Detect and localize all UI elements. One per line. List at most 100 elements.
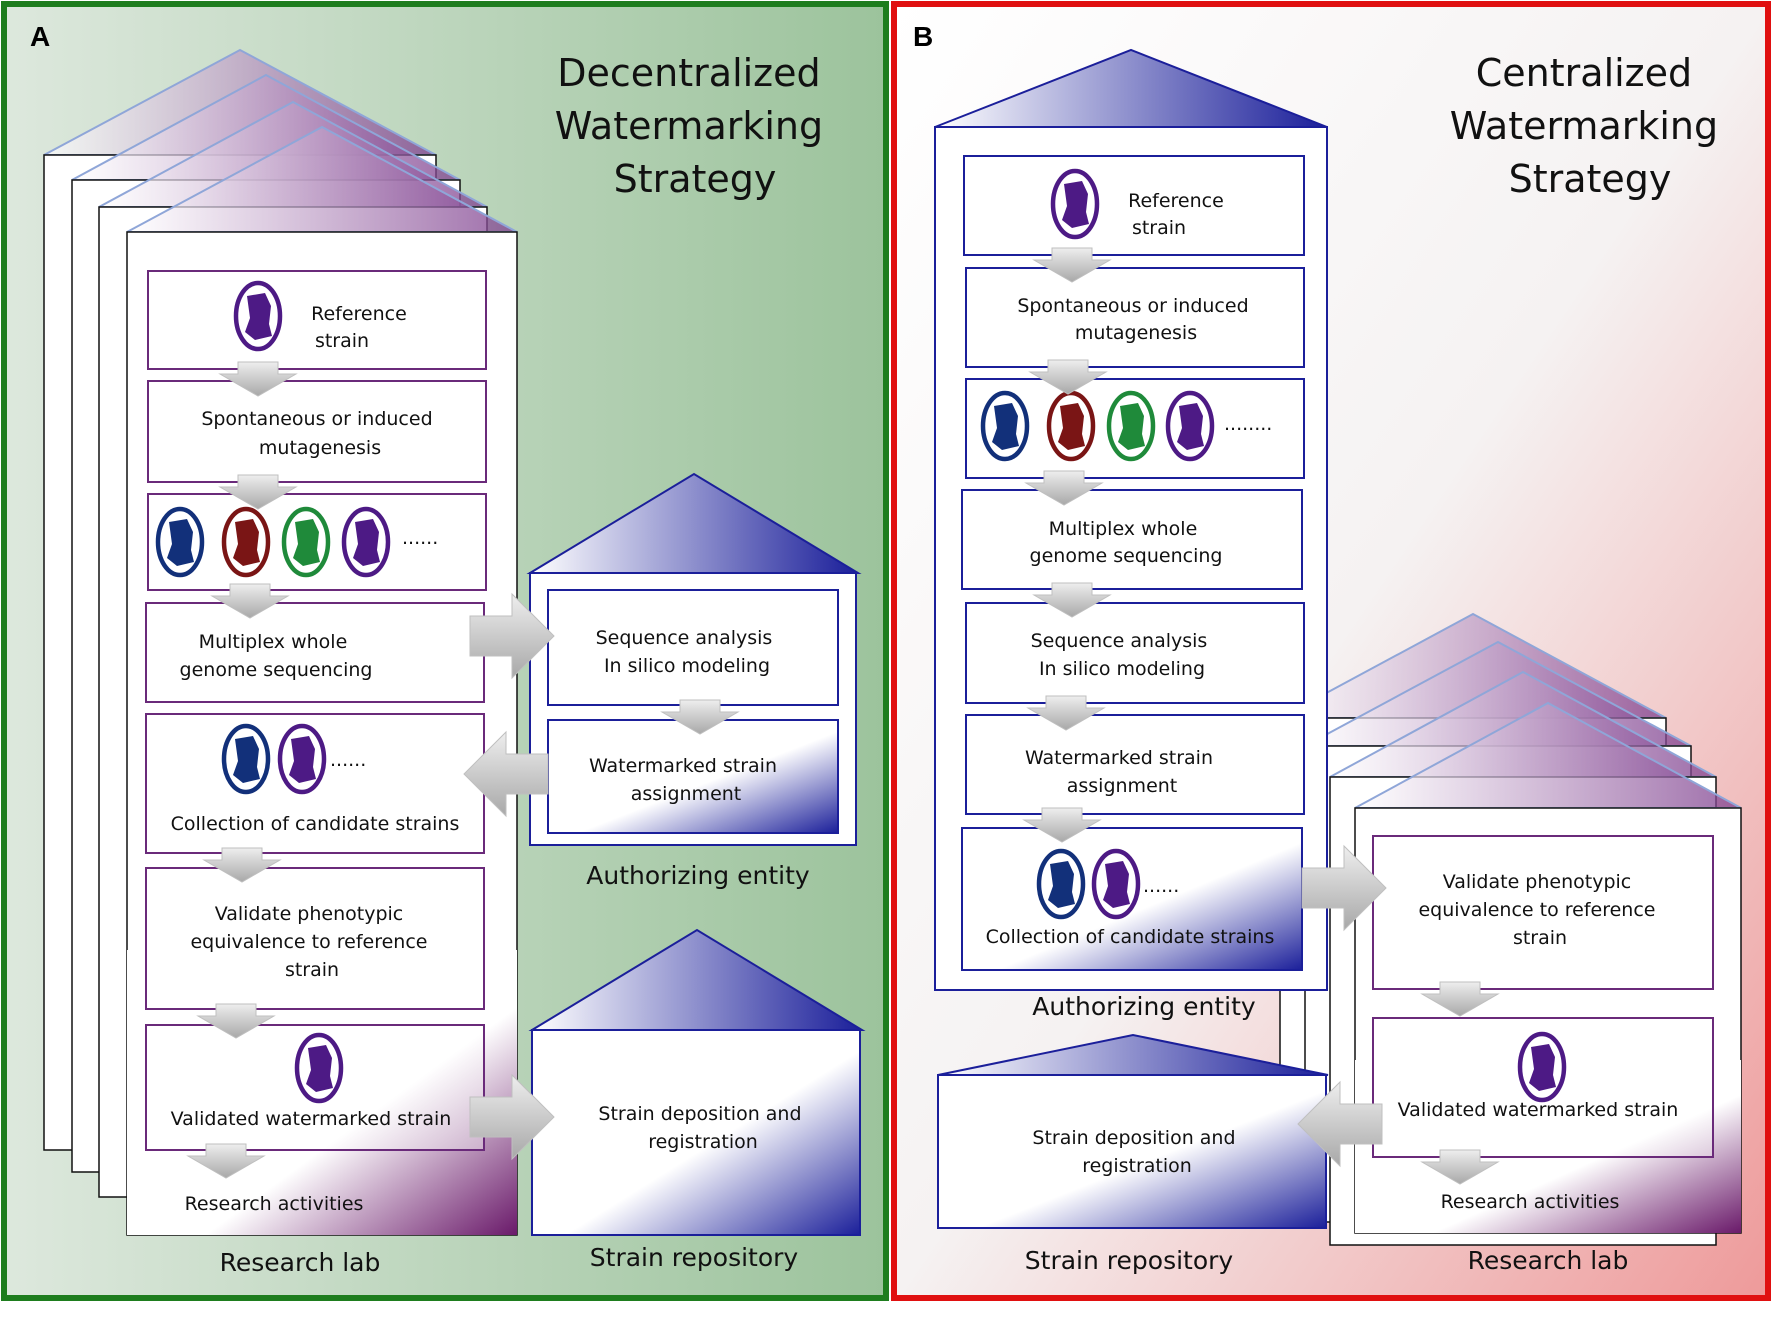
repository-body — [937, 1074, 1327, 1229]
more-dots: ........ — [1224, 413, 1272, 435]
assignment-box — [965, 714, 1305, 815]
assignment-label: Watermarked strain — [1025, 747, 1213, 769]
validate-label: equivalence to reference — [1418, 899, 1655, 921]
strain-icon — [158, 509, 202, 575]
sequencing-label: Multiplex whole — [1049, 518, 1198, 540]
mutagenesis-box — [147, 380, 487, 483]
assignment-label: assignment — [1067, 775, 1178, 797]
sequence-analysis-box — [547, 589, 839, 706]
svg-text:Validate phenotypic eq: Validate phenotypic equivalence to refer… — [1418, 871, 1661, 949]
sequencing-box — [145, 602, 485, 703]
authorizing-entity-caption: Authorizing entity — [1032, 992, 1256, 1021]
strain-icon — [224, 726, 268, 792]
sequence-analysis-label: Sequence analysis — [1031, 630, 1208, 652]
panel-a-title-line: Decentralized — [557, 51, 820, 95]
strain-repository-a: Strain deposition and registration — [528, 928, 866, 1236]
deposition-label: Strain deposition and — [1032, 1127, 1235, 1149]
strain-icon — [1168, 393, 1212, 459]
svg-text:Spontaneous or induced: Spontaneous or induced mutagenesis — [1017, 295, 1254, 344]
validate-label: strain — [1513, 927, 1567, 949]
panel-a: A Decentralized Watermarking Strategy Re… — [1, 1, 889, 1301]
authorizing-entity-a: Sequence analysis In silico modeling Wat… — [526, 472, 862, 846]
candidate-strains-label: Collection of candidate strains — [986, 926, 1275, 948]
strain-icon — [224, 509, 268, 575]
validate-label: Validate phenotypic — [1443, 871, 1632, 893]
validate-label: Validate phenotypic — [215, 903, 404, 925]
deposition-label: registration — [1082, 1155, 1192, 1177]
reference-strain-label: strain — [1132, 217, 1186, 239]
strain-icon — [297, 1035, 341, 1101]
candidate-strains-label: Collection of candidate strains — [171, 813, 460, 835]
mutagenesis-label: mutagenesis — [1075, 322, 1197, 344]
assignment-box — [547, 719, 839, 834]
panel-b-title-line: Strategy — [1509, 157, 1672, 201]
panel-a-title-line: Strategy — [614, 157, 777, 201]
authorizing-entity-b: Reference strain Spontaneous or induced … — [934, 48, 1328, 991]
mutagenesis-label: Spontaneous or induced — [201, 408, 432, 430]
panel-b-letter: B — [913, 21, 933, 52]
strain-icon — [1094, 851, 1138, 917]
sequence-analysis-label: In silico modeling — [604, 655, 770, 677]
strain-icon — [983, 393, 1027, 459]
reference-strain-label: Reference — [1128, 190, 1224, 212]
validate-label: equivalence to reference — [190, 931, 427, 953]
deposition-label: Strain deposition and — [598, 1103, 801, 1125]
deposition-label: registration — [648, 1131, 758, 1153]
svg-text:Strain deposition and: Strain deposition and registration — [1032, 1127, 1241, 1177]
svg-text:Validate phenotypic eq: Validate phenotypic equivalence to refer… — [190, 903, 433, 981]
reference-strain-box — [147, 270, 487, 370]
panel-a-title: Decentralized Watermarking Strategy — [555, 51, 835, 201]
svg-text:Multiplex whole genome: Multiplex whole genome sequencing — [180, 631, 373, 681]
strain-icon — [344, 509, 388, 575]
panel-a-title-line: Watermarking — [555, 104, 823, 148]
panel-b-title: Centralized Watermarking Strategy — [1450, 51, 1730, 201]
validated-strain-label: Validated watermarked strain — [171, 1108, 452, 1130]
svg-text:Watermarked strain ass: Watermarked strain assignment — [589, 755, 783, 805]
more-dots: ...... — [330, 749, 366, 771]
sequencing-label: genome sequencing — [1030, 545, 1223, 567]
svg-text:Sequence analysis In s: Sequence analysis In silico modeling — [1031, 630, 1214, 680]
strain-icon — [236, 283, 280, 349]
svg-text:Multiplex whole genome: Multiplex whole genome sequencing — [1030, 518, 1223, 567]
validate-box — [1372, 835, 1714, 990]
sequence-analysis-label: In silico modeling — [1039, 658, 1205, 680]
strain-icon — [1053, 171, 1097, 237]
svg-text:Watermarked strain ass: Watermarked strain assignment — [1025, 747, 1219, 797]
svg-text:Reference strain: Reference strain — [1128, 190, 1230, 239]
panel-a-letter: A — [30, 21, 50, 52]
validate-label: strain — [285, 959, 339, 981]
strain-repository-caption: Strain repository — [590, 1243, 799, 1272]
validate-box — [145, 867, 485, 1010]
research-lab-caption: Research lab — [220, 1248, 381, 1277]
sequence-analysis-box — [965, 602, 1305, 704]
sequence-analysis-label: Sequence analysis — [596, 627, 773, 649]
svg-text:Strain deposition and: Strain deposition and registration — [598, 1103, 807, 1153]
research-lab-b: Validate phenotypic equivalence to refer… — [1354, 807, 1742, 1234]
assignment-label: assignment — [631, 783, 742, 805]
sequencing-box — [961, 489, 1303, 590]
strain-icon — [284, 509, 328, 575]
sequencing-label: genome sequencing — [180, 659, 373, 681]
reference-strain-label: Reference — [311, 303, 407, 325]
authorizing-entity-caption: Authorizing entity — [586, 861, 810, 890]
validated-strain-label: Validated watermarked strain — [1398, 1099, 1679, 1121]
svg-text:Sequence analysis In s: Sequence analysis In silico modeling — [596, 627, 779, 677]
research-lab-caption: Research lab — [1468, 1246, 1629, 1275]
svg-text:Spontaneous or induced: Spontaneous or induced mutagenesis — [201, 408, 438, 459]
mutagenesis-box — [965, 267, 1305, 368]
research-activities-label: Research activities — [185, 1193, 364, 1215]
mutagenesis-label: Spontaneous or induced — [1017, 295, 1248, 317]
strain-repository-caption: Strain repository — [1025, 1246, 1234, 1275]
research-activities-label: Research activities — [1441, 1191, 1620, 1213]
more-dots: ...... — [1143, 875, 1179, 897]
mutagenesis-label: mutagenesis — [259, 437, 381, 459]
strain-repository-b: Strain deposition and registration — [937, 1033, 1329, 1229]
strain-icon — [1049, 393, 1093, 459]
reference-strain-box — [963, 155, 1305, 256]
strain-icon — [280, 726, 324, 792]
research-lab-a: Reference strain Spontaneous or induced … — [126, 231, 518, 1236]
more-dots: ...... — [402, 527, 438, 549]
panel-b-title-line: Watermarking — [1450, 104, 1718, 148]
strain-icon — [1039, 851, 1083, 917]
